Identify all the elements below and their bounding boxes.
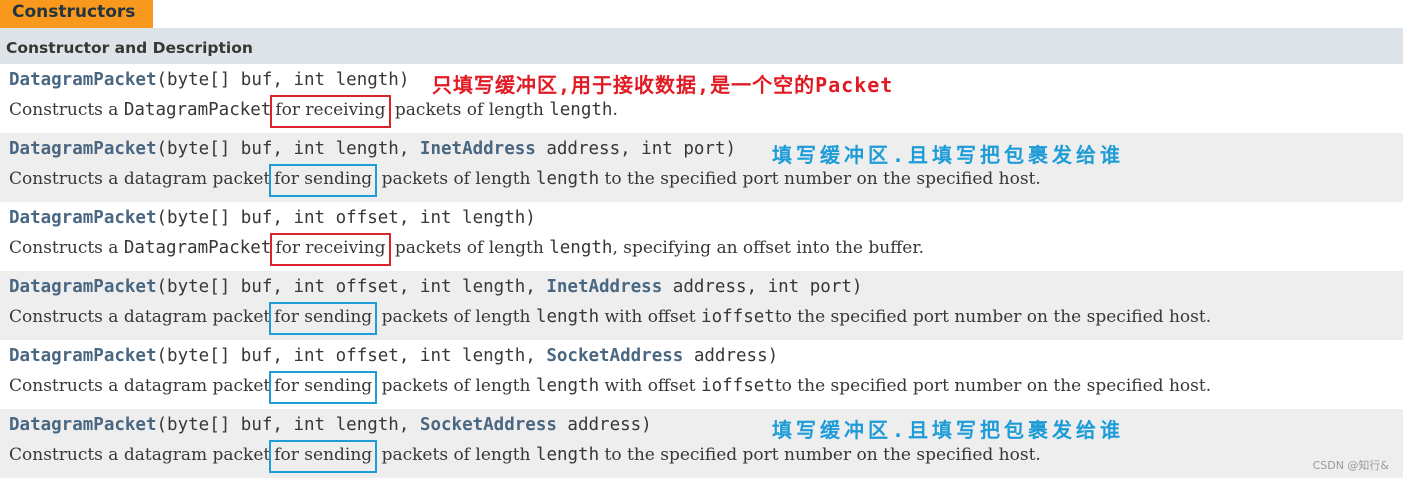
highlight-box-sending: for sending	[269, 302, 378, 335]
constructor-row: DatagramPacket(byte[] buf, int offset, i…	[0, 340, 1403, 409]
type-link[interactable]: SocketAddress	[419, 415, 557, 435]
desc-text: Constructs a	[9, 238, 124, 258]
signature-params: (byte[] buf, int length)	[156, 70, 410, 90]
desc-code: DatagramPacket	[123, 238, 272, 258]
watermark: CSDN @知行&	[1312, 459, 1389, 472]
constructor-row: DatagramPacket(byte[] buf, int length, I…	[0, 133, 1403, 202]
signature-params: (byte[] buf, int offset, int length,	[156, 277, 547, 297]
constructor-signature: DatagramPacket(byte[] buf, int offset, i…	[9, 208, 536, 228]
desc-code: length	[549, 238, 613, 258]
table-header: Constructor and Description	[0, 28, 1403, 64]
desc-text: to the specified port number on the spec…	[599, 445, 1041, 465]
constructor-row: DatagramPacket(byte[] buf, int offset, i…	[0, 202, 1403, 271]
desc-text: .	[612, 100, 618, 120]
desc-text: with offset	[599, 376, 702, 396]
annotation-note: 填写缓冲区.且填写把包裹发给谁	[772, 418, 1125, 442]
highlight-box-sending: for sending	[269, 440, 378, 473]
constructors-tab: Constructors	[0, 0, 153, 28]
constructor-link[interactable]: DatagramPacket	[9, 70, 157, 90]
highlight-box-receiving: for receiving	[270, 233, 391, 266]
desc-text: , specifying an offset into the buffer.	[612, 238, 924, 258]
signature-params: address)	[556, 415, 652, 435]
signature-params: address)	[683, 346, 779, 366]
constructor-link[interactable]: DatagramPacket	[9, 208, 157, 228]
desc-code: ioffset	[701, 307, 775, 327]
constructor-row: DatagramPacket(byte[] buf, int offset, i…	[0, 271, 1403, 340]
annotation-note: 只填写缓冲区,用于接收数据,是一个空的Packet	[432, 73, 894, 97]
desc-text: to the specified port number on the spec…	[599, 169, 1041, 189]
desc-code: length	[535, 307, 600, 327]
constructor-link[interactable]: DatagramPacket	[9, 277, 157, 297]
desc-text: packets of length	[389, 100, 550, 120]
constructor-link[interactable]: DatagramPacket	[9, 139, 157, 159]
desc-text: Constructs a datagram packet	[9, 169, 271, 189]
signature-params: address, int port)	[662, 277, 863, 297]
type-link[interactable]: InetAddress	[419, 139, 536, 159]
desc-code: length	[535, 169, 600, 189]
constructor-link[interactable]: DatagramPacket	[9, 415, 157, 435]
desc-text: packets of length	[376, 445, 536, 465]
desc-text: Constructs a datagram packet	[9, 376, 271, 396]
highlight-box-sending: for sending	[269, 371, 378, 404]
constructor-signature: DatagramPacket(byte[] buf, int length)	[9, 70, 409, 90]
desc-text: Constructs a datagram packet	[9, 307, 271, 327]
constructor-row: DatagramPacket(byte[] buf, int length) C…	[0, 64, 1403, 133]
desc-text: packets of length	[376, 307, 536, 327]
signature-params: address, int port)	[535, 139, 737, 159]
type-link[interactable]: SocketAddress	[546, 346, 684, 366]
type-link[interactable]: InetAddress	[546, 277, 663, 297]
signature-params: (byte[] buf, int length,	[156, 415, 420, 435]
desc-code: length	[549, 100, 613, 120]
constructor-row: DatagramPacket(byte[] buf, int length, S…	[0, 409, 1403, 478]
highlight-box-receiving: for receiving	[270, 95, 391, 128]
constructor-signature: DatagramPacket(byte[] buf, int offset, i…	[9, 277, 862, 297]
desc-text: to the specified port number on the spec…	[774, 376, 1212, 396]
desc-code: ioffset	[701, 376, 775, 396]
desc-code: length	[535, 445, 600, 465]
desc-code: DatagramPacket	[123, 100, 272, 120]
signature-params: (byte[] buf, int offset, int length)	[156, 208, 536, 228]
desc-text: packets of length	[376, 169, 536, 189]
highlight-box-sending: for sending	[269, 164, 378, 197]
desc-text: to the specified port number on the spec…	[774, 307, 1212, 327]
signature-params: (byte[] buf, int offset, int length,	[156, 346, 547, 366]
annotation-note: 填写缓冲区.且填写把包裹发给谁	[772, 143, 1125, 167]
desc-text: with offset	[599, 307, 702, 327]
desc-text: Constructs a	[9, 100, 124, 120]
desc-text: packets of length	[376, 376, 536, 396]
desc-text: Constructs a datagram packet	[9, 445, 271, 465]
desc-code: length	[535, 376, 600, 396]
signature-params: (byte[] buf, int length,	[156, 139, 420, 159]
constructor-signature: DatagramPacket(byte[] buf, int offset, i…	[9, 346, 778, 366]
constructor-signature: DatagramPacket(byte[] buf, int length, I…	[9, 139, 736, 159]
desc-text: packets of length	[389, 238, 550, 258]
constructor-link[interactable]: DatagramPacket	[9, 346, 157, 366]
constructor-signature: DatagramPacket(byte[] buf, int length, S…	[9, 415, 652, 435]
